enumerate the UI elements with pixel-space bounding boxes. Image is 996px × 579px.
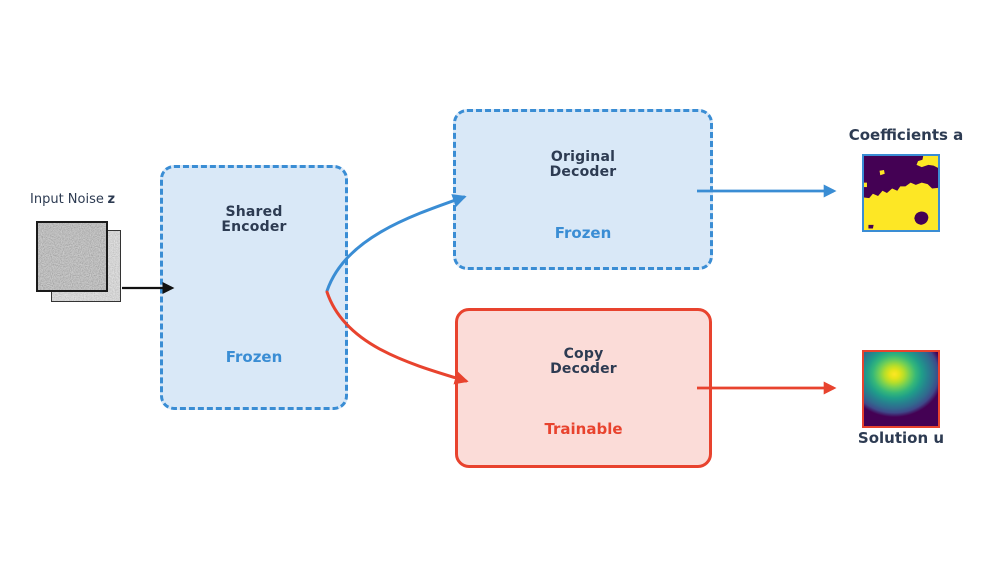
original-decoder-status: Frozen [554, 224, 612, 242]
solution-label: Solution u [857, 429, 945, 447]
input-noise-symbol: z [107, 192, 116, 207]
shared-encoder-title-line1: Shared [225, 204, 283, 220]
original-decoder-box: Original Decoder Frozen [453, 109, 713, 270]
input-noise-image-front [36, 221, 108, 292]
original-decoder-title-line2: Decoder [549, 164, 617, 180]
input-noise-label-text: Input Noise [30, 192, 104, 207]
shared-encoder-status: Frozen [225, 348, 283, 366]
copy-decoder-title-line2: Decoder [550, 361, 617, 377]
shared-encoder-box: Shared Encoder Frozen [160, 165, 348, 410]
shared-encoder-title-line2: Encoder [221, 219, 287, 235]
coefficients-label: Coefficients a [848, 126, 964, 144]
copy-decoder-title-line1: Copy [563, 346, 604, 362]
copy-decoder-status: Trainable [544, 420, 623, 438]
coefficients-image [862, 154, 940, 232]
original-decoder-title-line1: Original [550, 149, 616, 165]
solution-image [862, 350, 940, 428]
copy-decoder-box: Copy Decoder Trainable [455, 308, 712, 468]
